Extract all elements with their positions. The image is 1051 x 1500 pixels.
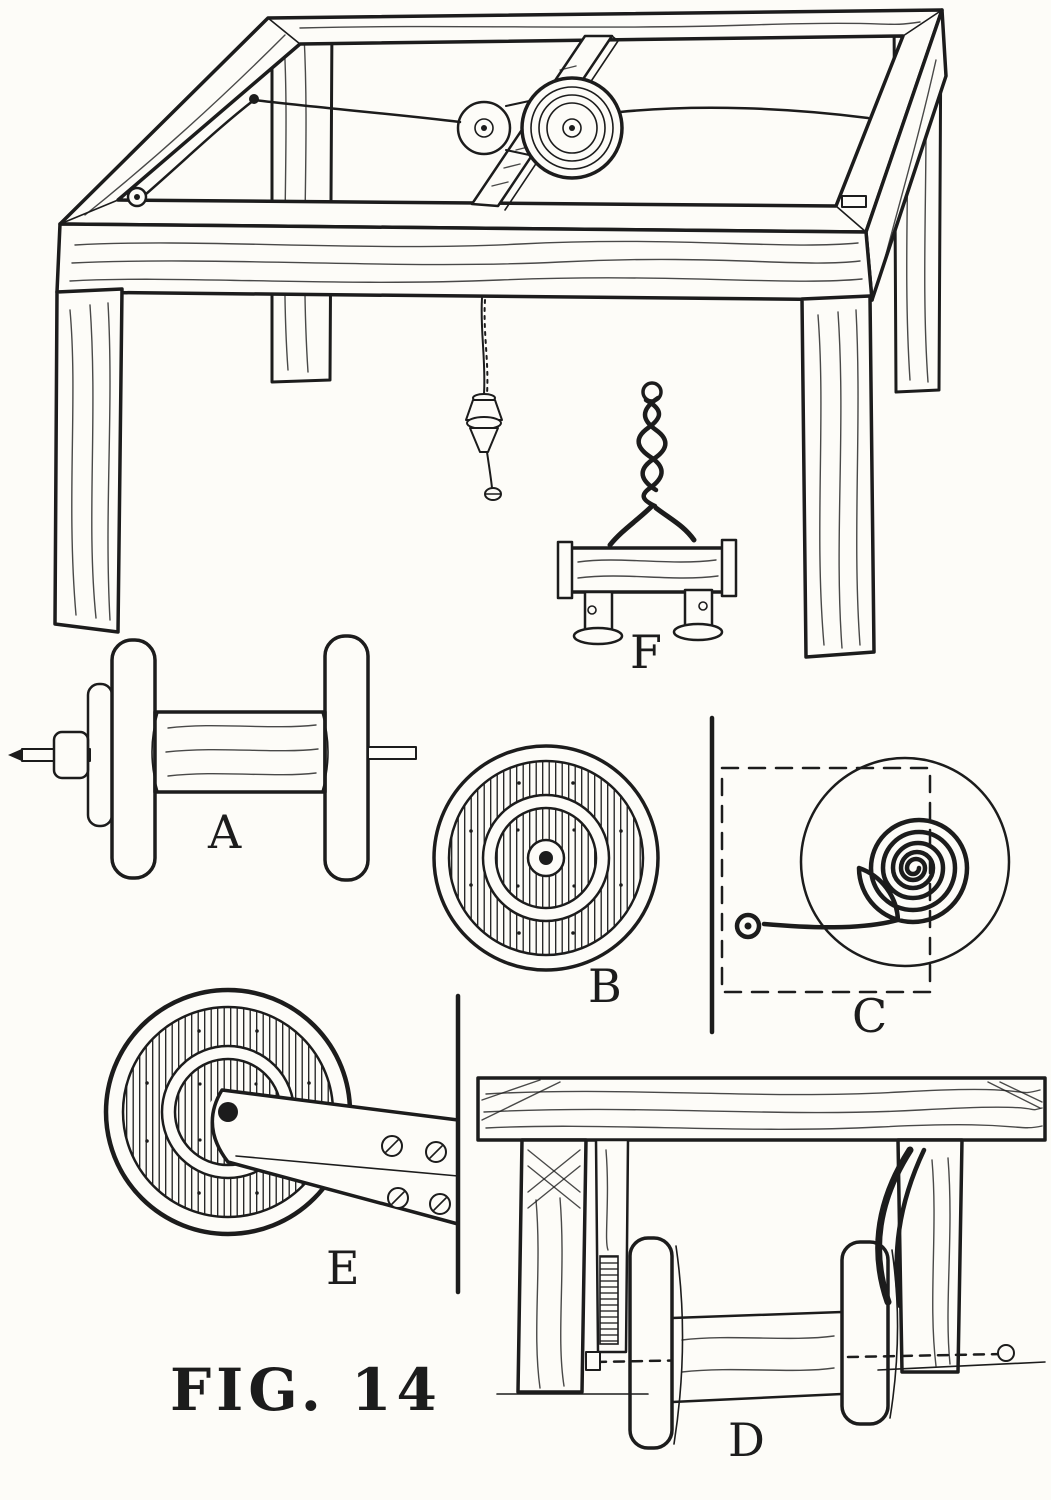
part-label-f: F — [630, 625, 662, 679]
shadow-slot — [599, 1255, 619, 1345]
left-peg-foot — [572, 590, 624, 646]
axle-right — [367, 746, 417, 760]
inner-hatched-disc — [496, 808, 596, 908]
pulley-disc-front-view: B — [432, 744, 660, 1013]
wooden-beam — [476, 1076, 1047, 1142]
part-label-d: D — [728, 1413, 765, 1467]
right-post — [896, 1138, 964, 1374]
hub-dot — [218, 1102, 238, 1122]
spool-barrel — [151, 710, 329, 794]
figure-caption: FIG. 14 — [170, 1356, 442, 1424]
spiral-spring — [761, 817, 970, 930]
spool-side-view: A — [8, 634, 417, 882]
outer-hatched-ring — [449, 761, 643, 955]
bracket-screws — [381, 1135, 451, 1215]
part-label-c: C — [852, 989, 887, 1043]
spool-barrel — [670, 1310, 844, 1404]
left-front-post — [516, 1138, 588, 1394]
right-peg-foot — [672, 588, 724, 642]
axle-point — [8, 748, 24, 762]
winding-cord — [875, 1146, 927, 1309]
winding-spool-assembly — [456, 76, 624, 180]
floor-line-right — [877, 1361, 1046, 1371]
axle-left-nub — [585, 1351, 601, 1371]
front-left-leg — [53, 287, 124, 634]
mounted-spool — [585, 1236, 1015, 1450]
front-right-leg — [800, 294, 876, 659]
front-apron — [55, 222, 874, 302]
spiral-spring-diagram: C — [709, 715, 1011, 1043]
cord-cleat — [841, 195, 867, 208]
spring-housing-circle — [799, 756, 1011, 968]
part-label-b: B — [588, 959, 622, 1013]
axle-right-knob — [997, 1344, 1015, 1362]
pulley-on-bracket: E — [103, 987, 461, 1295]
spindle-weight — [465, 393, 503, 453]
table-frame-illustration — [53, 8, 948, 659]
twisted-cord-motor: F — [556, 381, 738, 679]
ring-nail-dots — [469, 781, 623, 935]
left-flange — [628, 1236, 674, 1450]
part-label-e: E — [326, 1241, 360, 1295]
left-back-post — [594, 1138, 630, 1354]
right-flange — [840, 1240, 890, 1426]
part-label-a: A — [207, 805, 242, 859]
hanging-weight-cord — [465, 297, 503, 501]
drive-cord — [126, 94, 870, 208]
spool-mounted-under-beam: D — [476, 1076, 1047, 1467]
bracket-arm — [210, 1088, 460, 1226]
spring-eyelet — [734, 912, 762, 940]
axle-collar — [52, 730, 90, 780]
motor-bar — [556, 538, 738, 600]
